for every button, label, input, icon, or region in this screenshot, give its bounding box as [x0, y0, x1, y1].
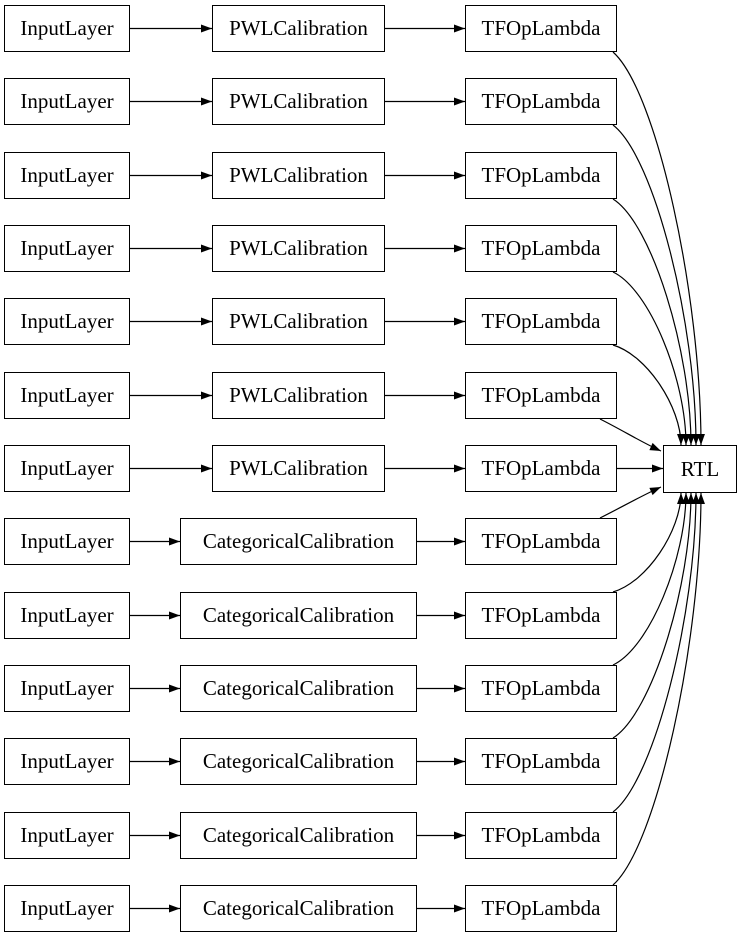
node-input-layer-6: InputLayer — [4, 372, 130, 419]
edge-lambda-to-rtl-9 — [612, 492, 685, 593]
node-input-layer-1: InputLayer — [4, 5, 130, 52]
node-rtl: RTL — [663, 445, 737, 493]
node-calibration-4: PWLCalibration — [212, 225, 385, 272]
node-tfoplambda-7: TFOpLambda — [465, 445, 617, 492]
edge-lambda-to-rtl-13 — [612, 492, 705, 886]
edge-lambda-to-rtl-5 — [612, 344, 685, 446]
edge-lambda-to-rtl-12 — [612, 492, 700, 813]
edge-lambda-to-rtl-10 — [612, 492, 690, 666]
node-calibration-7: PWLCalibration — [212, 445, 385, 492]
node-tfoplambda-13: TFOpLambda — [465, 885, 617, 932]
node-tfoplambda-1: TFOpLambda — [465, 5, 617, 52]
node-input-layer-11: InputLayer — [4, 738, 130, 785]
node-calibration-11: CategoricalCalibration — [180, 738, 417, 785]
edge-lambda-to-rtl-2 — [612, 124, 700, 446]
edge-lambda-to-rtl-3 — [612, 198, 695, 446]
node-tfoplambda-2: TFOpLambda — [465, 78, 617, 125]
node-input-layer-7: InputLayer — [4, 445, 130, 492]
node-input-layer-3: InputLayer — [4, 152, 130, 199]
node-tfoplambda-8: TFOpLambda — [465, 518, 617, 565]
node-tfoplambda-6: TFOpLambda — [465, 372, 617, 419]
node-tfoplambda-4: TFOpLambda — [465, 225, 617, 272]
node-calibration-9: CategoricalCalibration — [180, 592, 417, 639]
node-calibration-5: PWLCalibration — [212, 298, 385, 345]
node-calibration-13: CategoricalCalibration — [180, 885, 417, 932]
node-calibration-12: CategoricalCalibration — [180, 812, 417, 859]
node-calibration-8: CategoricalCalibration — [180, 518, 417, 565]
node-input-layer-5: InputLayer — [4, 298, 130, 345]
node-tfoplambda-3: TFOpLambda — [465, 152, 617, 199]
node-calibration-6: PWLCalibration — [212, 372, 385, 419]
node-input-layer-2: InputLayer — [4, 78, 130, 125]
node-calibration-10: CategoricalCalibration — [180, 665, 417, 712]
node-tfoplambda-12: TFOpLambda — [465, 812, 617, 859]
node-calibration-1: PWLCalibration — [212, 5, 385, 52]
edge-lambda-to-rtl-6 — [599, 418, 662, 452]
node-tfoplambda-5: TFOpLambda — [465, 298, 617, 345]
node-calibration-2: PWLCalibration — [212, 78, 385, 125]
node-tfoplambda-9: TFOpLambda — [465, 592, 617, 639]
node-input-layer-8: InputLayer — [4, 518, 130, 565]
node-input-layer-10: InputLayer — [4, 665, 130, 712]
edge-lambda-to-rtl-4 — [612, 271, 690, 446]
node-tfoplambda-10: TFOpLambda — [465, 665, 617, 712]
node-input-layer-9: InputLayer — [4, 592, 130, 639]
node-input-layer-12: InputLayer — [4, 812, 130, 859]
node-tfoplambda-11: TFOpLambda — [465, 738, 617, 785]
node-calibration-3: PWLCalibration — [212, 152, 385, 199]
edge-lambda-to-rtl-11 — [612, 492, 695, 739]
edge-lambda-to-rtl-1 — [612, 51, 705, 446]
node-input-layer-13: InputLayer — [4, 885, 130, 932]
edge-lambda-to-rtl-8 — [599, 486, 662, 519]
node-input-layer-4: InputLayer — [4, 225, 130, 272]
